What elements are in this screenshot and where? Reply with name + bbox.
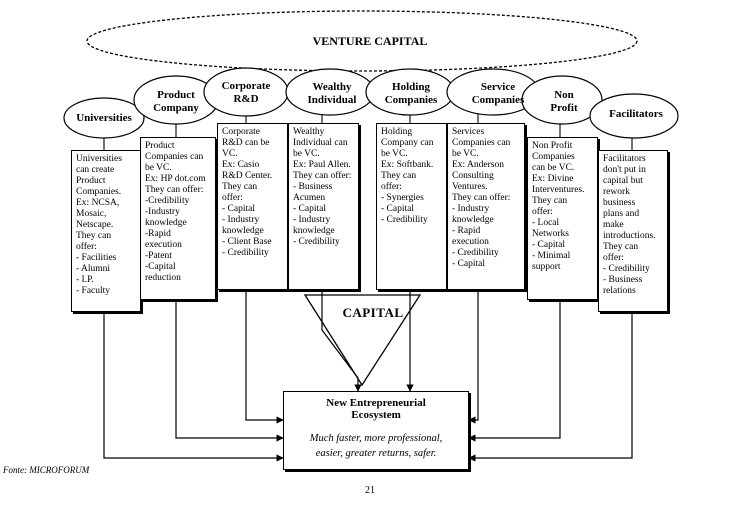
box-facilitators: Facilitators don't put in capital but re… xyxy=(598,150,668,312)
ecosystem-description: Much faster, more professional, easier, … xyxy=(309,433,443,459)
label-non-profit: Non Profit xyxy=(550,89,578,114)
label-corporate-rd: Corporate R&D xyxy=(221,80,271,105)
venture-capital-title: VENTURE CAPITAL xyxy=(312,34,428,48)
ellipse-to-box-lines xyxy=(103,112,633,150)
box-universities: Universities can create Product Companie… xyxy=(71,150,141,312)
label-holding-companies: Holding Companies xyxy=(384,81,438,106)
venture-capital-ellipse xyxy=(86,10,638,72)
box-product-company: Product Companies can be VC. Ex: HP dot.… xyxy=(140,137,216,300)
box-non-profit: Non Profit Companies can be VC. Ex: Divi… xyxy=(527,137,598,300)
ellipse-universities xyxy=(63,97,145,139)
box-corporate-rd: Corporate R&D can be VC. Ex: Casio R&D C… xyxy=(217,123,288,290)
label-wealthy-individual: Wealthy Individual xyxy=(307,81,357,106)
label-universities: Universities xyxy=(76,112,132,124)
source-caption: Fonte: MICROFORUM xyxy=(3,465,90,475)
label-product-company: Product Company xyxy=(153,89,199,114)
connector-arrows xyxy=(103,290,633,462)
capital-funnel xyxy=(303,294,422,387)
category-ellipses xyxy=(63,67,679,139)
ecosystem-title: New Entrepreneurial Ecosystem xyxy=(326,397,426,421)
label-service-companies: Service Companies xyxy=(471,81,525,106)
page-number: 21 xyxy=(365,485,375,496)
label-facilitators: Facilitators xyxy=(609,108,663,120)
box-wealthy-individual: Wealthy Individual can be VC. Ex: Paul A… xyxy=(288,123,359,290)
box-holding-companies: Holding Company can be VC. Ex: Softbank.… xyxy=(376,123,447,290)
capital-label: CAPITAL xyxy=(342,305,404,320)
box-service-companies: Services Companies can be VC. Ex: Anders… xyxy=(447,123,525,290)
ecosystem-box: New Entrepreneurial Ecosystem Much faste… xyxy=(283,391,469,470)
ellipse-nonprofit xyxy=(521,75,603,125)
ellipse-facilitators xyxy=(589,93,679,139)
